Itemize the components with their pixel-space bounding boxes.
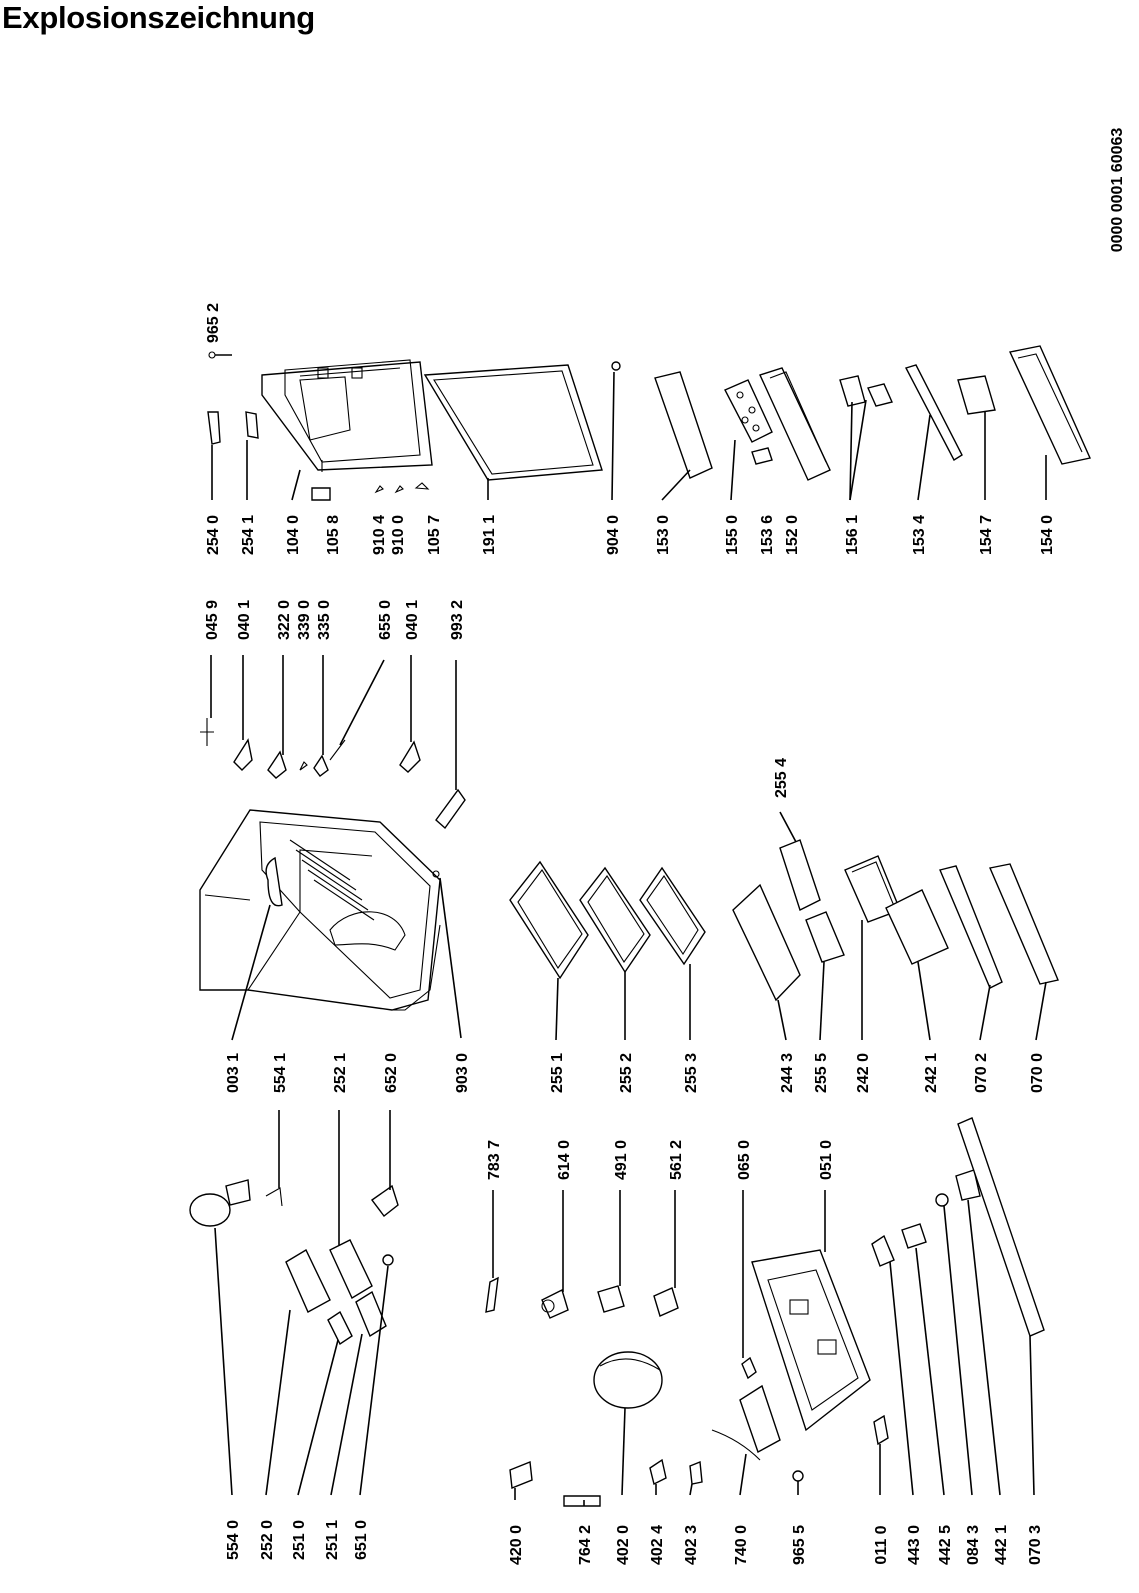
crisper-illustration	[732, 839, 1059, 1002]
hinge-parts-illustration	[200, 718, 466, 878]
part-label: 065 0	[736, 1140, 753, 1180]
part-label: 491 0	[613, 1140, 630, 1180]
part-label: 254 1	[240, 515, 257, 555]
leader-lines	[210, 371, 1047, 1506]
part-label: 255 1	[549, 1053, 566, 1093]
part-label: 652 0	[383, 1053, 400, 1093]
part-label: 255 5	[813, 1053, 830, 1093]
part-label: 104 0	[285, 515, 302, 555]
part-label: 783 7	[486, 1140, 503, 1180]
part-label: 156 1	[844, 515, 861, 555]
part-label: 254 0	[205, 515, 222, 555]
part-label: 040 1	[404, 600, 421, 640]
part-label: 070 3	[1027, 1525, 1044, 1565]
door-bins-illustration	[654, 345, 1091, 481]
part-label: 402 3	[683, 1525, 700, 1565]
part-label: 910 0	[390, 515, 407, 555]
cabinet-illustration	[199, 809, 441, 1011]
part-label: 322 0	[276, 600, 293, 640]
part-label: 443 0	[906, 1525, 923, 1565]
part-label: 003 1	[225, 1053, 242, 1093]
part-label: 554 0	[225, 1520, 242, 1560]
part-label: 153 4	[911, 515, 928, 555]
part-label: 255 2	[618, 1053, 635, 1093]
compressor-illustration	[485, 1276, 804, 1507]
part-label: 339 0	[296, 600, 313, 640]
part-label: 903 0	[454, 1053, 471, 1093]
part-label: 335 0	[316, 600, 333, 640]
part-label: 255 3	[683, 1053, 700, 1093]
part-label: 154 7	[978, 515, 995, 555]
part-label: 651 0	[353, 1520, 370, 1560]
base-plate-illustration	[751, 1249, 871, 1432]
part-label: 070 2	[973, 1053, 990, 1093]
page-title: Explosionszeichnung	[2, 0, 315, 35]
part-label: 252 0	[259, 1520, 276, 1560]
drawing-id: 0000 0001 60063	[1109, 128, 1126, 253]
part-label: 153 6	[759, 515, 776, 555]
part-label: 420 0	[508, 1525, 525, 1565]
part-label: 155 0	[724, 515, 741, 555]
part-label: 105 8	[325, 515, 342, 555]
part-label: 255 4	[773, 758, 790, 798]
part-label: 402 0	[615, 1525, 632, 1565]
part-label: 152 0	[784, 515, 801, 555]
part-label: 764 2	[577, 1525, 594, 1565]
part-label: 105 7	[426, 515, 443, 555]
part-label: 740 0	[733, 1525, 750, 1565]
part-label: 051 0	[818, 1140, 835, 1180]
part-label: 244 3	[779, 1053, 796, 1093]
part-label: 045 9	[204, 600, 221, 640]
part-label: 251 1	[324, 1520, 341, 1560]
part-label: 442 1	[993, 1525, 1010, 1565]
part-label: 993 2	[449, 600, 466, 640]
part-label: 965 2	[205, 303, 222, 343]
part-label: 251 0	[291, 1520, 308, 1560]
part-label: 084 3	[965, 1525, 982, 1565]
part-label: 402 4	[649, 1525, 666, 1565]
left-parts-illustration	[189, 1179, 399, 1346]
part-labels: 965 2 254 0 254 1 104 0 105 8 910 4 910 …	[204, 303, 1056, 1565]
part-label: 191 1	[481, 515, 498, 555]
part-label: 011 0	[873, 1525, 890, 1564]
part-label: 614 0	[556, 1140, 573, 1180]
part-label: 040 1	[236, 600, 253, 640]
part-label: 153 0	[655, 515, 672, 555]
part-label: 965 5	[791, 1525, 808, 1565]
part-label: 252 1	[332, 1053, 349, 1093]
part-label: 554 1	[272, 1053, 289, 1093]
bottom-right-parts-illustration	[871, 1117, 1045, 1446]
part-label: 655 0	[377, 600, 394, 640]
part-label: 242 1	[923, 1053, 940, 1093]
glass-shelves-illustration	[509, 860, 706, 980]
part-label: 070 0	[1029, 1053, 1046, 1093]
door-gasket-illustration	[423, 364, 603, 481]
door-illustration	[261, 359, 433, 472]
part-label: 561 2	[668, 1140, 685, 1180]
door-small-parts	[207, 351, 621, 501]
part-label: 904 0	[605, 515, 622, 555]
part-label: 242 0	[855, 1053, 872, 1093]
part-label: 442 5	[937, 1525, 954, 1565]
part-label: 910 4	[371, 515, 388, 555]
part-label: 154 0	[1039, 515, 1056, 555]
